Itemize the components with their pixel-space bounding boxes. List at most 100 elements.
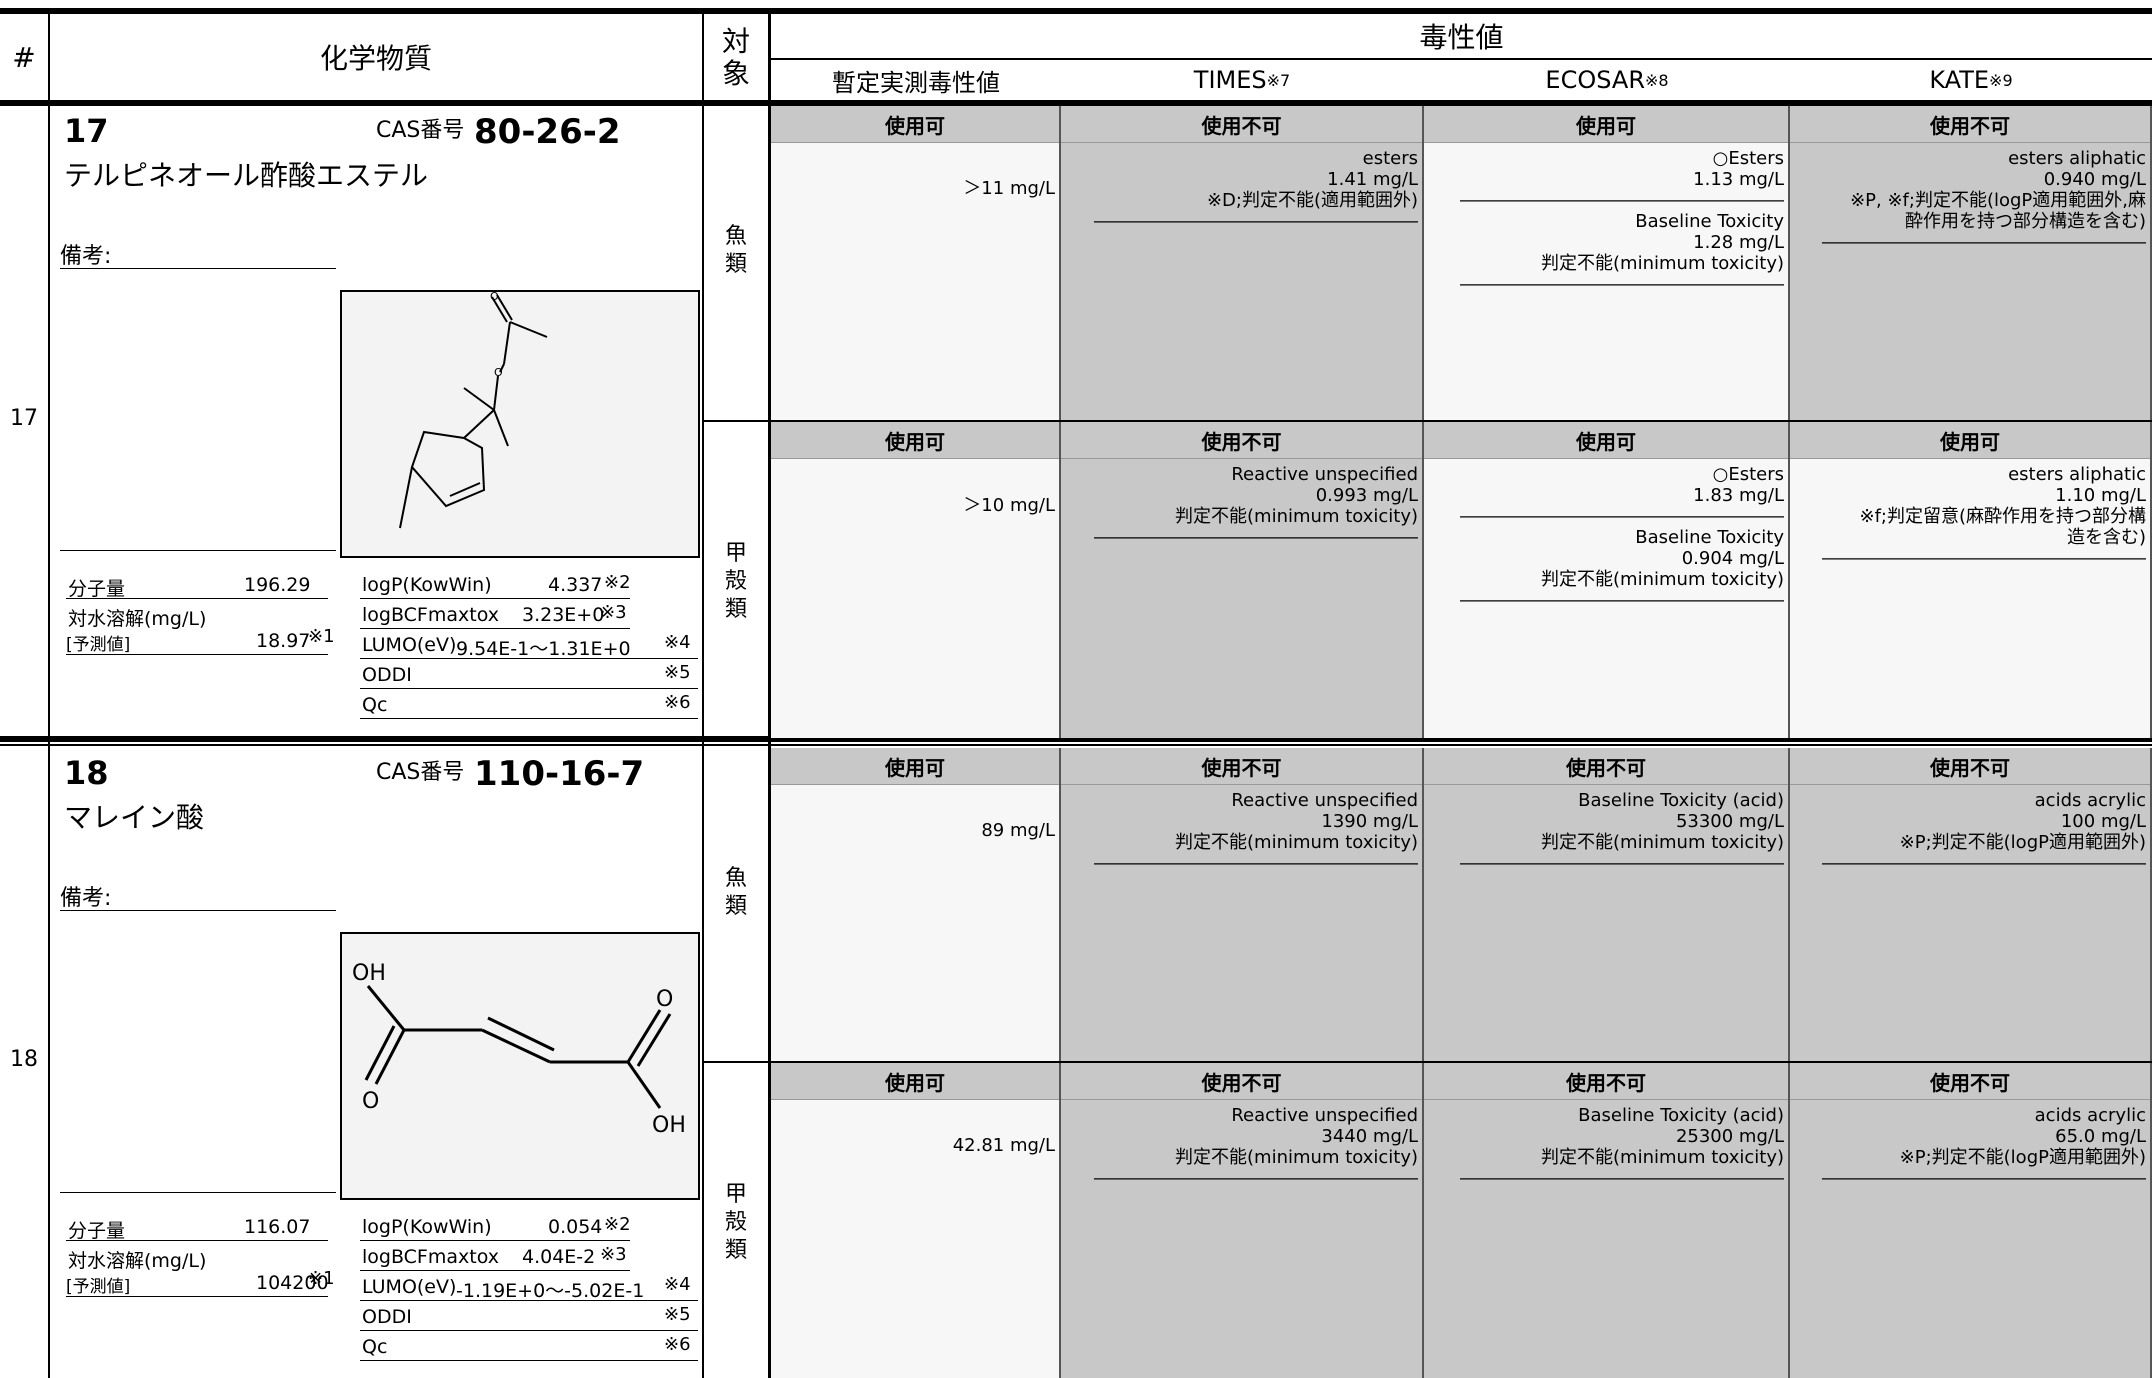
compound-id: 17 xyxy=(64,112,109,150)
ecosar-fish-cell: 使用不可 Baseline Toxicity (acid) 53300 mg/L … xyxy=(1424,748,1790,1061)
col-divider xyxy=(48,14,50,1378)
row-number: 17 xyxy=(10,406,38,431)
note-4: ※4 xyxy=(664,1274,691,1295)
usability-status: 使用不可 xyxy=(1424,748,1788,785)
note-1: ※1 xyxy=(308,1268,335,1289)
toxicity-value-text: ＞11 mg/L xyxy=(963,178,1055,199)
mw-label: 分子量 xyxy=(68,1220,126,1242)
sol-label: 対水溶解(mg/L) xyxy=(68,608,207,630)
usability-status: 使用不可 xyxy=(1790,1063,2150,1100)
toxicity-value-text: ○Esters 1.83 mg/L ―――――――――――――――――― Bas… xyxy=(1460,464,1784,611)
note-5: ※5 xyxy=(664,662,691,683)
oddi-label: ODDI xyxy=(362,1306,412,1328)
toxicity-value-text: acids acrylic 65.0 mg/L ※P;判定不能(logP適用範囲… xyxy=(1822,1105,2146,1189)
cas-label: CAS番号 xyxy=(376,760,465,785)
kate-crust-cell: 使用不可 acids acrylic 65.0 mg/L ※P;判定不能(logP… xyxy=(1790,1063,2152,1378)
logp-value: 4.337 xyxy=(548,574,603,596)
property-underline xyxy=(360,1240,630,1241)
toxicity-value-text: Reactive unspecified 3440 mg/L 判定不能(mini… xyxy=(1094,1105,1418,1189)
header-toxicity: 毒性値 xyxy=(1419,21,1504,54)
svg-text:O: O xyxy=(362,1089,379,1114)
usability-status: 使用不可 xyxy=(1061,748,1422,785)
remarks-line xyxy=(60,268,336,269)
remarks-label: 備考: xyxy=(60,244,112,269)
toxicity-value-text: ＞10 mg/L xyxy=(963,495,1055,516)
sol-value: 18.97 xyxy=(256,630,311,652)
remarks-bottom-line xyxy=(60,550,336,551)
pred-label: [予測値] xyxy=(66,1277,131,1297)
note-6: ※6 xyxy=(664,692,691,713)
record-separator-thin xyxy=(0,744,2152,746)
property-underline xyxy=(66,1240,328,1241)
top-border xyxy=(0,8,2152,14)
note-2: ※2 xyxy=(604,572,631,593)
col-divider xyxy=(702,14,704,1378)
logp-label: logP(KowWin) xyxy=(362,574,492,596)
logbcf-value: 3.23E+0 xyxy=(522,604,605,626)
header-measured: 暫定実測毒性値 xyxy=(832,68,1000,97)
toxicity-value-text: Baseline Toxicity (acid) 53300 mg/L 判定不能… xyxy=(1460,790,1784,874)
mw-label: 分子量 xyxy=(68,578,126,600)
property-underline xyxy=(66,598,328,599)
header-bottom-border xyxy=(0,100,2152,106)
toxicity-value-text: Baseline Toxicity (acid) 25300 mg/L 判定不能… xyxy=(1460,1105,1784,1189)
header-kate: KATE※9 xyxy=(1929,66,2013,94)
lumo-value: 9.54E-1～1.31E+0 xyxy=(456,638,631,660)
lumo-value: -1.19E+0～-5.02E-1 xyxy=(456,1280,645,1302)
cas-label: CAS番号 xyxy=(376,118,465,143)
remarks-line xyxy=(60,910,336,911)
compound-name: マレイン酸 xyxy=(64,801,205,834)
note-1: ※1 xyxy=(308,626,335,647)
property-underline xyxy=(360,1330,698,1331)
mw-value: 116.07 xyxy=(244,1216,311,1238)
header-chemical: 化学物質 xyxy=(319,42,432,75)
structure-image: OH O O OH xyxy=(340,932,700,1200)
col-divider xyxy=(768,14,771,1378)
record-separator xyxy=(0,736,2152,742)
lumo-label: LUMO(eV) xyxy=(362,634,457,656)
property-underline xyxy=(360,1270,630,1271)
toxicity-value-text: ○Esters 1.13 mg/L ―――――――――――――――――― Bas… xyxy=(1460,148,1784,295)
note-6: ※6 xyxy=(664,1334,691,1355)
note-4: ※4 xyxy=(664,632,691,653)
crust-target-label: 甲殻類 xyxy=(724,1181,747,1263)
cas-number: 80-26-2 xyxy=(474,112,621,152)
property-underline xyxy=(360,1360,698,1361)
header-ecosar: ECOSAR※8 xyxy=(1545,66,1669,94)
property-underline xyxy=(66,654,328,655)
crust-target-label: 甲殻類 xyxy=(724,541,747,622)
times-fish-cell: 使用不可 esters 1.41 mg/L ※D;判定不能(適用範囲外) ――――… xyxy=(1061,106,1424,420)
svg-text:OH: OH xyxy=(652,1113,686,1138)
toxicity-value-text: esters 1.41 mg/L ※D;判定不能(適用範囲外) ――――――――… xyxy=(1094,148,1418,232)
row-number: 18 xyxy=(10,1047,38,1072)
logbcf-value: 4.04E-2 xyxy=(522,1246,596,1268)
usability-status: 使用不可 xyxy=(1061,106,1422,143)
compound-name: テルピネオール酢酸エステル xyxy=(64,159,429,192)
ecosar-fish-cell: 使用可 ○Esters 1.13 mg/L ―――――――――――――――――― … xyxy=(1424,106,1790,420)
usability-status: 使用不可 xyxy=(1061,422,1422,459)
usability-status: 使用可 xyxy=(771,748,1059,785)
note-3: ※3 xyxy=(600,1244,627,1265)
usability-status: 使用可 xyxy=(1424,106,1788,143)
usability-status: 使用可 xyxy=(1790,422,2150,459)
logbcf-label: logBCFmaxtox xyxy=(362,604,499,626)
svg-text:O: O xyxy=(656,987,673,1012)
note-3: ※3 xyxy=(600,602,627,623)
logp-value: 0.054 xyxy=(548,1216,603,1238)
property-underline xyxy=(66,1296,328,1297)
property-underline xyxy=(360,628,630,629)
qc-label: Qc xyxy=(362,694,388,716)
svg-text:OH: OH xyxy=(352,961,386,986)
qc-label: Qc xyxy=(362,1336,388,1358)
lumo-label: LUMO(eV) xyxy=(362,1276,457,1298)
mw-value: 196.29 xyxy=(244,574,311,596)
cas-number: 110-16-7 xyxy=(474,754,645,794)
oddi-label: ODDI xyxy=(362,664,412,686)
measured-crust-cell: 使用可＞10 mg/L xyxy=(771,422,1061,738)
times-fish-cell: 使用不可 Reactive unspecified 1390 mg/L 判定不能(… xyxy=(1061,748,1424,1061)
toxicity-value-text: Reactive unspecified 1390 mg/L 判定不能(mini… xyxy=(1094,790,1418,874)
